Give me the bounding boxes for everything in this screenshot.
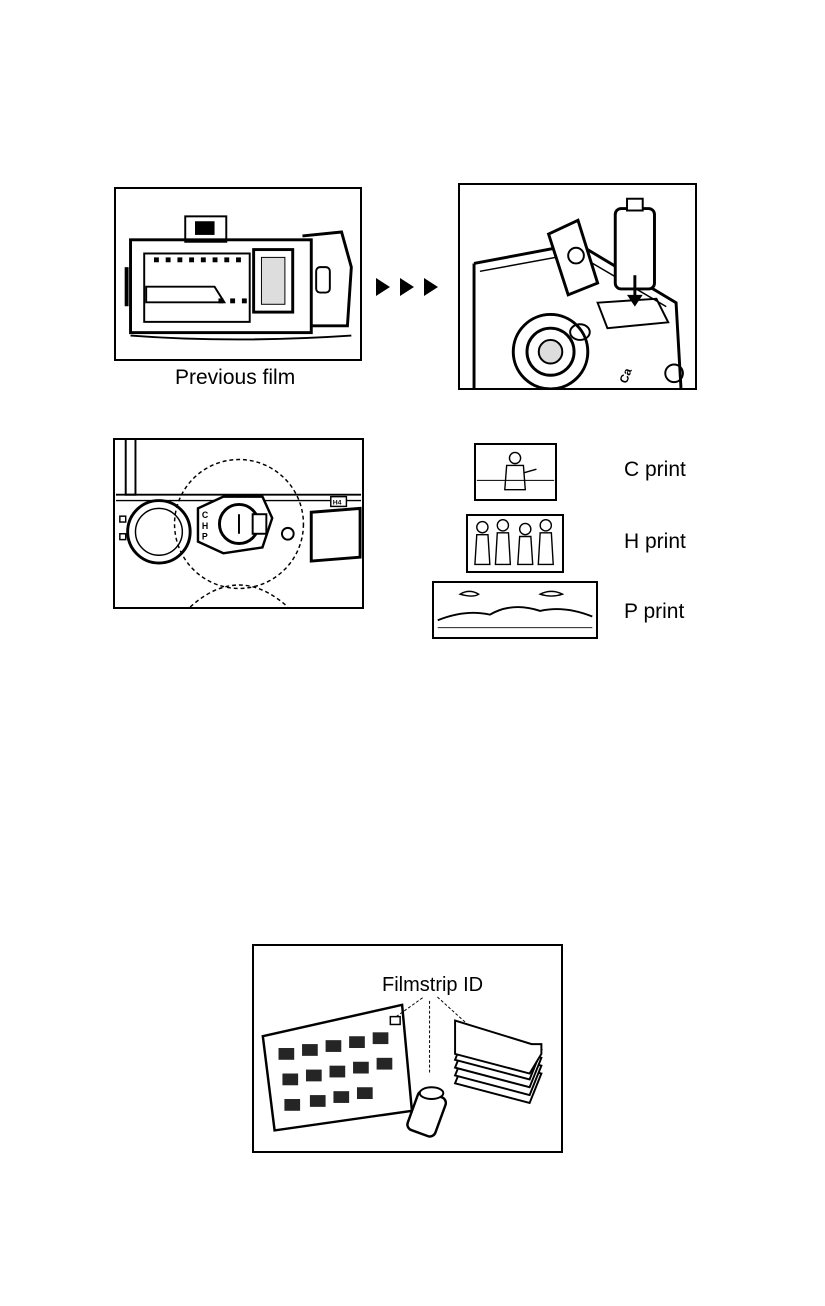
- camera-interior-illustration: [116, 189, 360, 359]
- c-print-label: C print: [624, 459, 686, 480]
- selector-letter-h: H: [202, 521, 208, 531]
- counter-badge: H4: [333, 499, 342, 506]
- c-print-thumbnail: [474, 443, 557, 501]
- p-print-thumbnail: [432, 581, 598, 639]
- previous-film-caption: Previous film: [175, 367, 295, 388]
- previous-film-panel: [114, 187, 362, 361]
- print-selector-panel: C H P H4: [113, 438, 364, 609]
- selector-letter-p: P: [202, 532, 208, 542]
- filmstrip-id-caption: Filmstrip ID: [382, 975, 483, 995]
- format-selector-illustration: C H P H4: [115, 440, 362, 607]
- insert-cartridge-panel: Ca: [458, 183, 697, 390]
- cartridge-loading-illustration: Ca: [460, 185, 695, 388]
- p-print-illustration: [434, 583, 596, 637]
- p-print-label: P print: [624, 601, 684, 622]
- c-print-illustration: [476, 445, 555, 499]
- svg-text:Ca: Ca: [617, 366, 635, 385]
- h-print-label: H print: [624, 531, 686, 552]
- h-print-thumbnail: [466, 514, 564, 573]
- triple-arrow-icon: [376, 278, 438, 296]
- h-print-illustration: [468, 516, 562, 571]
- selector-letter-c: C: [202, 510, 209, 520]
